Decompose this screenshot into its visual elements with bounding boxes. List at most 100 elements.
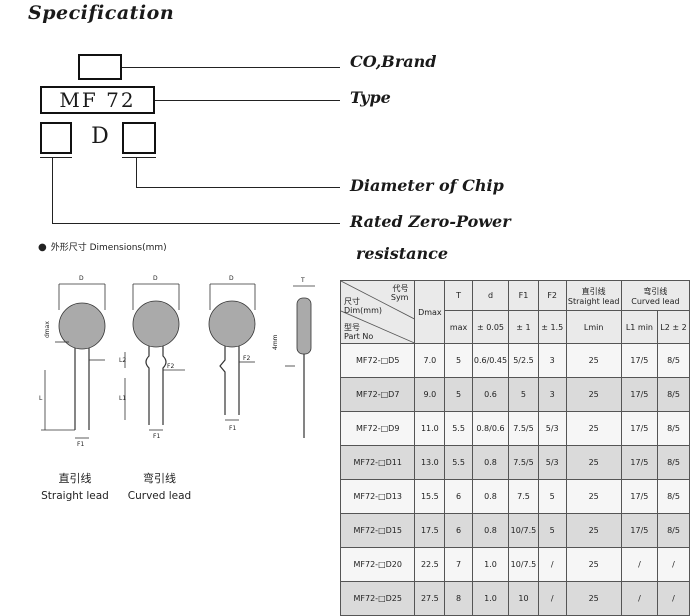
dimension-drawings: D dmax L F1 D L2 L1 F1 F2 D F2 F1 T 4mm	[39, 275, 315, 448]
straight-lead-caption: 直引线 Straight lead	[41, 472, 109, 502]
diameter-bracket	[122, 157, 156, 158]
label-f1-3: F1	[229, 425, 236, 432]
header-f1: F1	[508, 279, 539, 312]
cell-d: 0.6/0.45	[471, 343, 510, 378]
cell-d: 0.8/0.6	[471, 411, 510, 446]
cell-f2: 3	[537, 343, 567, 378]
dimensions-note: ●外形尺寸 Dimensions(mm)	[38, 242, 167, 253]
cell-part: MF72-□D5	[339, 343, 416, 378]
type-label: Type	[350, 88, 391, 107]
header-t-sub: max	[444, 310, 473, 344]
cell-l2: 8/5	[657, 411, 690, 446]
label-f2-1: F2	[167, 363, 174, 370]
cell-f1: 5	[508, 377, 539, 412]
cell-t: 7	[444, 547, 473, 582]
resistance-label-line2: resistance	[356, 244, 449, 263]
cell-f2: 5/3	[537, 445, 567, 480]
label-l1: L1	[119, 395, 126, 402]
label-d-3: D	[229, 275, 234, 282]
diameter-code-box	[122, 122, 156, 154]
brand-box	[78, 54, 122, 80]
label-l: L	[39, 395, 43, 402]
cell-t: 5	[444, 343, 473, 378]
cell-d: 0.8	[471, 445, 510, 480]
cell-part: MF72-□D7	[339, 377, 416, 412]
brand-leader	[122, 67, 340, 68]
cell-dmax: 27.5	[414, 581, 446, 616]
header-dmax: Dmax	[414, 280, 446, 344]
cell-f2: 5/3	[537, 411, 567, 446]
label-l2: L2	[119, 357, 126, 364]
cell-dmax: 15.5	[414, 479, 446, 514]
bullet-icon: ●	[38, 242, 47, 253]
cell-l1: 17/5	[620, 513, 659, 548]
diameter-leader-h	[136, 187, 340, 188]
cell-f1: 10	[508, 581, 539, 616]
cell-dmax: 17.5	[414, 513, 446, 548]
page-title: Specification	[28, 2, 175, 24]
label-f1-1: F1	[77, 441, 84, 448]
cell-t: 8	[444, 581, 473, 616]
cell-l1: 17/5	[620, 479, 659, 514]
cell-dmax: 22.5	[414, 547, 446, 582]
resistance-bracket	[40, 157, 72, 158]
cell-f2: /	[537, 547, 567, 582]
cell-part: MF72-□D9	[339, 411, 416, 446]
cell-lmin: 25	[565, 581, 622, 616]
resistance-leader-h	[52, 223, 340, 224]
cell-t: 5.5	[444, 411, 473, 446]
cell-dmax: 13.0	[414, 445, 446, 480]
cell-d: 0.8	[471, 479, 510, 514]
cell-d: 1.0	[471, 547, 510, 582]
cell-part: MF72-□D20	[339, 547, 416, 582]
cell-part: MF72-□D13	[339, 479, 416, 514]
cell-l2: 8/5	[657, 513, 690, 548]
label-dmax: dmax	[44, 321, 51, 338]
cell-part: MF72-□D25	[339, 581, 416, 616]
cell-lmin: 25	[565, 377, 622, 412]
cell-l2: 8/5	[657, 343, 690, 378]
cell-lmin: 25	[565, 445, 622, 480]
cell-lmin: 25	[565, 343, 622, 378]
curved-lead-caption: 弯引线 Curved lead	[127, 472, 192, 502]
cell-lmin: 25	[565, 479, 622, 514]
cell-lmin: 25	[565, 513, 622, 548]
cell-d: 0.6	[471, 377, 510, 412]
cell-l2: 8/5	[657, 479, 690, 514]
cell-l1: 17/5	[620, 377, 659, 412]
type-box: MF 72	[40, 86, 155, 114]
cell-d: 0.8	[471, 513, 510, 548]
cell-l1: 17/5	[620, 445, 659, 480]
cell-f2: 5	[537, 513, 567, 548]
type-leader	[155, 100, 340, 101]
label-f1-2: F1	[153, 433, 160, 440]
cell-l2: /	[657, 581, 690, 616]
header-d: d	[471, 279, 510, 312]
label-d-1: D	[79, 275, 84, 282]
diameter-label: Diameter of Chip	[350, 176, 504, 195]
cell-d: 1.0	[471, 581, 510, 616]
header-d-sub: ± 0.05	[471, 310, 510, 344]
cell-t: 5	[444, 377, 473, 412]
header-f1-sub: ± 1	[508, 310, 539, 344]
cell-part: MF72-□D11	[339, 445, 416, 480]
resistance-label-line1: Rated Zero-Power	[350, 212, 511, 231]
cell-f1: 10/7.5	[508, 513, 539, 548]
label-d-2: D	[153, 275, 158, 282]
cell-lmin: 25	[565, 547, 622, 582]
cell-f1: 10/7.5	[508, 547, 539, 582]
cell-part: MF72-□D15	[339, 513, 416, 548]
cell-dmax: 9.0	[414, 377, 446, 412]
cell-t: 6	[444, 513, 473, 548]
